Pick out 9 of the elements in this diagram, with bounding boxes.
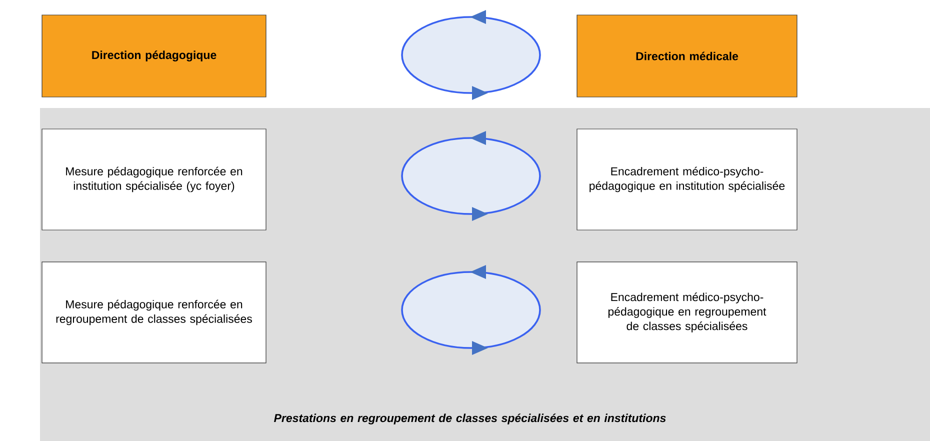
direction-box: Direction pédagogique [42,14,266,98]
service-box: Mesure pédagogique renforcée en institution spécialisée (yc foyer) [42,128,266,230]
service-box: Mesure pédagogique renforcée en regroupement de classes spécialisées [42,262,266,364]
service-box: Encadrement médico-psycho-pédagogique en regroupement de classes spécialisées [576,262,798,364]
cycle-ellipse [401,10,541,100]
direction-box: Direction médicale [576,14,798,98]
cycle-ellipse [401,264,541,355]
service-box: Encadrement médico-psycho-pédagogique en institution spécialisée [576,128,798,230]
cycle-ellipse [401,131,541,221]
